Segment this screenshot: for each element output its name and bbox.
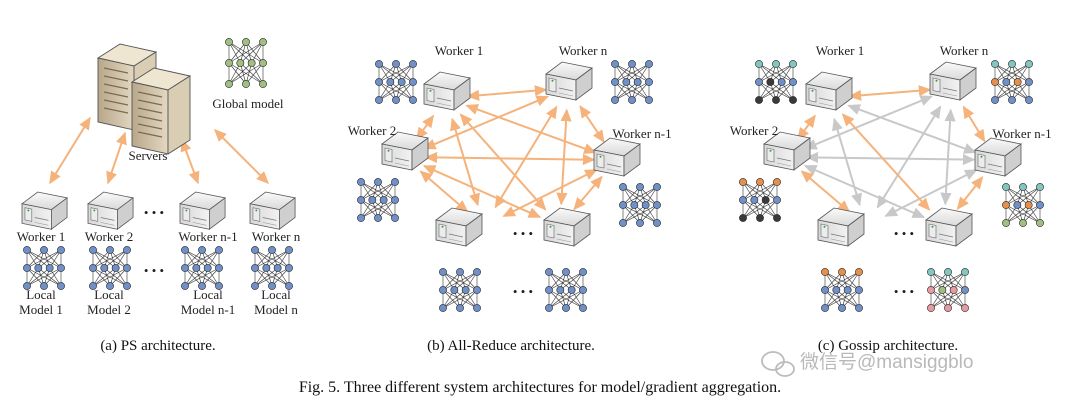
model-icon [619,183,661,227]
subcaption-c: (c) Gossip architecture. [818,338,958,354]
worker-server-icon [545,61,593,101]
watermark-text: 微信号@mansiggblo [800,351,973,373]
worker-server-icon [249,191,297,231]
worker-label: Worker n [559,43,608,58]
allreduce-link-arrow [556,108,572,206]
ellipsis: • • • [894,226,914,241]
worker-label: Worker 1 [816,43,864,58]
figure-caption: Fig. 5. Three different system architect… [299,379,781,396]
gossip-active-link [841,113,931,211]
worker-server-icon [925,207,973,247]
local-model-icon [251,246,293,290]
allreduce-link-arrow [466,85,548,101]
model-icon [611,60,653,104]
local-model-icon [181,246,223,290]
worker-server-icon [21,191,69,231]
global-model-icon [225,38,267,88]
allreduce-link-arrow [579,105,605,143]
allreduce-link-arrow [465,104,597,154]
worker-server-icon [817,207,865,247]
worker-label: Worker n [252,229,301,244]
local-model-label: Model n-1 [181,302,236,317]
allreduce-link-arrow [573,175,603,211]
gossip-active-link [962,105,986,143]
model-icon [755,60,797,104]
worker-server-icon [805,71,853,111]
local-model-label: Model 2 [87,302,131,317]
gossip-active-link [848,85,932,101]
gossip-idle-link [803,164,926,219]
allreduce-link-arrow [422,164,542,219]
worker-label: Worker n-1 [178,229,237,244]
model-icon [821,268,863,312]
worker-server-icon [423,71,471,111]
allreduce-link-arrow [419,170,469,213]
ellipsis: • • • [513,284,533,299]
gossip-active-link [797,114,816,141]
allreduce-link-arrow [424,151,596,166]
worker-server-icon [381,131,429,171]
worker-label: Worker 2 [730,123,778,138]
ellipsis: • • • [144,205,164,220]
worker-server-icon [543,207,591,247]
local-model-label: Local [26,287,56,302]
local-model-label: Model n [254,302,298,317]
worker-label: Worker 2 [85,229,133,244]
subcaption-b: (b) All-Reduce architecture. [427,338,595,354]
worker-label: Worker 1 [435,43,483,58]
model-icon [545,268,587,312]
model-icon [375,60,417,104]
wechat-watermark-icon [761,351,795,377]
local-model-icon [89,246,131,290]
gossip-active-link [800,170,851,213]
ellipsis: • • • [894,284,914,299]
local-model-label: Local [261,287,291,302]
model-icon [1002,183,1044,227]
parameter-servers-icon [96,43,192,155]
worker-label: Worker n-1 [612,126,671,141]
model-icon [991,60,1033,104]
model-icon [439,268,481,312]
ellipsis: • • • [144,263,164,278]
worker-server-icon [593,137,641,177]
ps-link-arrow [180,138,200,185]
worker-server-icon [763,131,811,171]
worker-server-icon [435,207,483,247]
worker-label: Worker 2 [348,123,396,138]
ps-link-arrow [106,131,127,185]
gossip-idle-link [847,104,977,154]
worker-server-icon [974,137,1022,177]
global-model-label: Global model [212,96,284,111]
local-model-label: Local [193,287,223,302]
ps-link-arrow [49,116,91,185]
servers-label: Servers [129,148,168,163]
gossip-active-link [956,176,984,210]
local-model-label: Local [94,287,124,302]
model-icon [357,178,399,222]
allreduce-link-arrow [422,95,550,150]
allreduce-link-arrow [415,114,435,141]
worker-label: Worker n [940,43,989,58]
gossip-idle-link [940,108,956,206]
ellipsis: • • • [513,226,533,241]
model-icon [739,178,781,222]
allreduce-link-arrow [502,168,598,218]
allreduce-link-arrow [494,105,558,209]
subcaption-a: (a) PS architecture. [100,338,215,354]
worker-label: Worker 1 [17,229,65,244]
ps-link-arrow [214,129,269,184]
worker-server-icon [929,61,977,101]
worker-label: Worker n-1 [992,126,1051,141]
local-model-label: Model 1 [19,302,63,317]
model-icon [927,268,969,312]
worker-server-icon [179,191,227,231]
local-model-icon [23,246,65,290]
worker-server-icon [87,191,135,231]
